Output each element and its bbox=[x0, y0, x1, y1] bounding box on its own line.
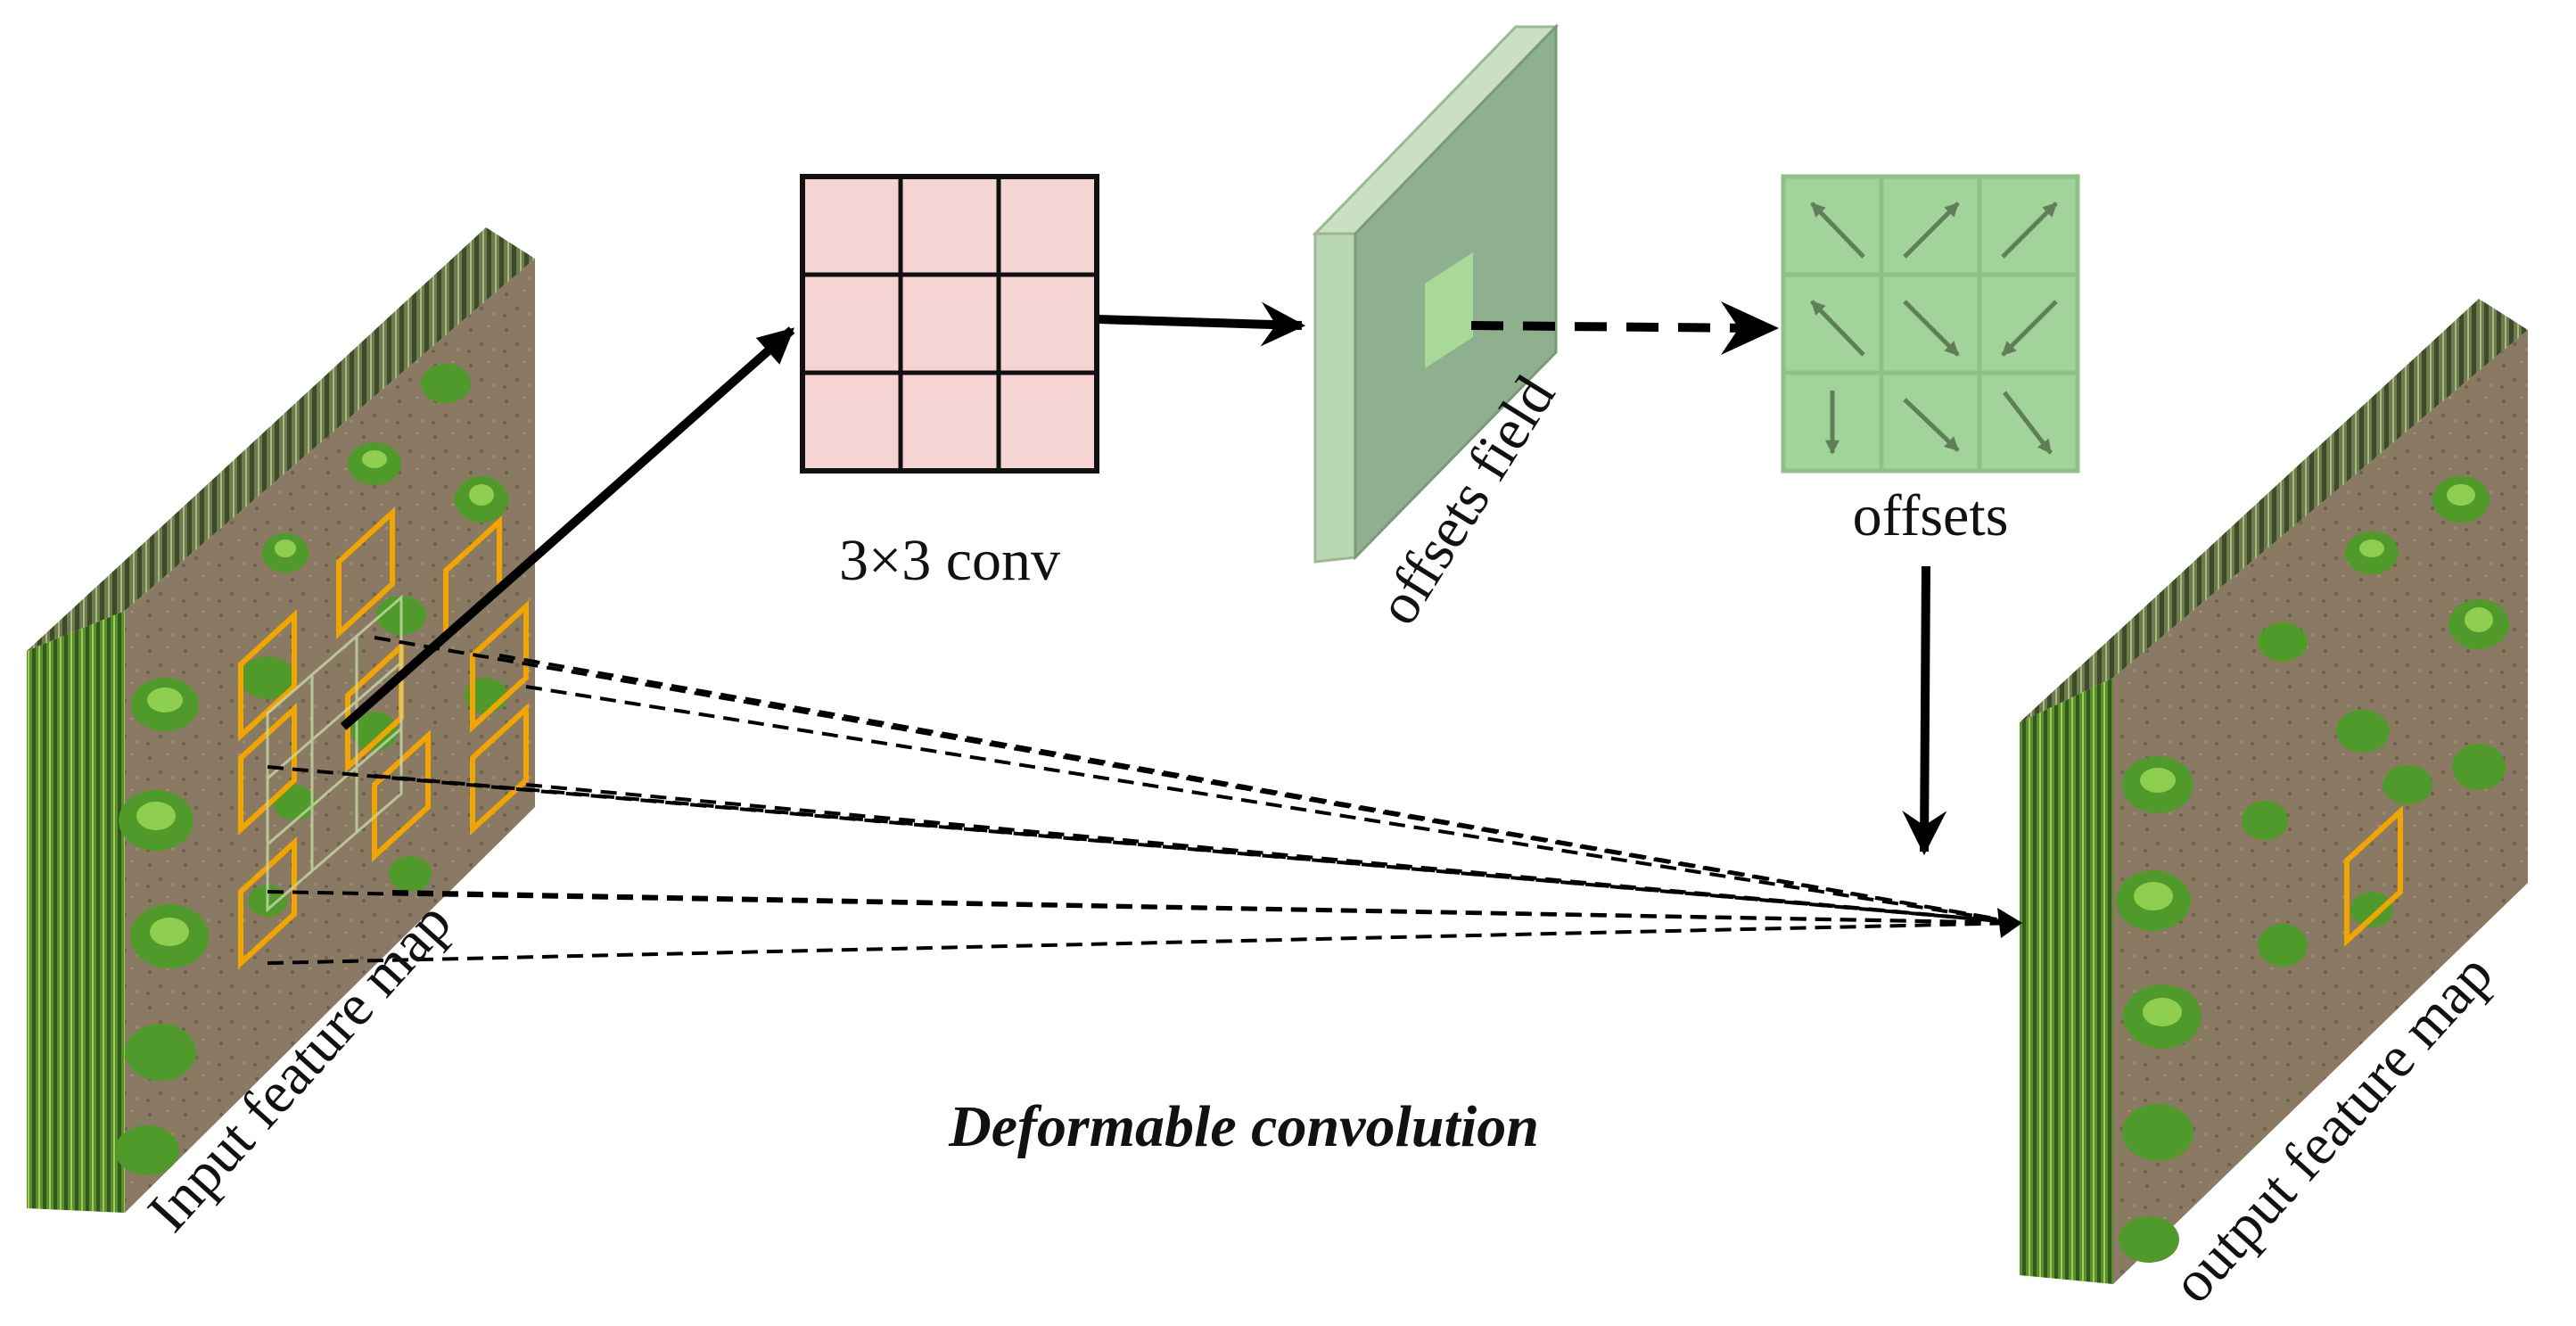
input-map-plant-highlights bbox=[136, 450, 494, 946]
output-map-face bbox=[2113, 330, 2528, 1284]
output-sampling-box bbox=[2344, 805, 2403, 947]
offset-arrows bbox=[1810, 202, 2058, 455]
offsets-field bbox=[1312, 23, 1560, 564]
input-to-conv-arrow bbox=[340, 326, 795, 730]
sampling-box bbox=[336, 507, 395, 639]
diagram-title: Deformable convolution bbox=[948, 1094, 1539, 1159]
offset-arrow-icon bbox=[2001, 202, 2058, 259]
conv-kernel bbox=[800, 174, 1099, 474]
field-to-offsets-arrowhead bbox=[1721, 301, 1779, 355]
conv-label: 3×3 conv bbox=[839, 528, 1060, 593]
sampling-box bbox=[238, 609, 297, 742]
input-map-edge bbox=[27, 611, 125, 1213]
output-map-edge bbox=[2020, 678, 2113, 1284]
offset-arrow-icon bbox=[1903, 202, 1960, 259]
input-feature-map bbox=[27, 227, 535, 1213]
offset-arrow-icon bbox=[1810, 202, 1865, 259]
offsets-field-side bbox=[1313, 232, 1357, 564]
output-map-top-edge bbox=[2020, 299, 2528, 722]
projection-lines bbox=[267, 636, 2020, 965]
input-sampling-boxes bbox=[238, 507, 529, 969]
offsets-label: offsets bbox=[1853, 483, 2009, 548]
sampling-box bbox=[238, 703, 297, 836]
offset-arrow-icon bbox=[1903, 398, 1960, 452]
projection-arrowhead bbox=[1997, 908, 2022, 938]
field-to-offsets-arrow bbox=[1470, 321, 1757, 333]
input-regular-grid bbox=[266, 594, 403, 913]
sampling-box bbox=[470, 703, 529, 836]
offset-arrow-icon bbox=[2003, 391, 2053, 455]
conv-to-field-arrow bbox=[1098, 301, 1306, 347]
input-map-face bbox=[125, 259, 535, 1213]
input-map-top-edge bbox=[27, 227, 535, 651]
offset-arrow-icon bbox=[2001, 300, 2058, 357]
sampling-box bbox=[238, 836, 297, 969]
sampling-box bbox=[470, 600, 529, 733]
offsets-to-output-arrow bbox=[1902, 565, 1947, 856]
offset-arrow-icon bbox=[1810, 300, 1865, 357]
output-feature-map bbox=[2020, 299, 2528, 1284]
output-map-plant-highlights bbox=[2134, 484, 2493, 1026]
offset-arrow-icon bbox=[1903, 300, 1960, 357]
offsets-field-patch bbox=[1425, 252, 1473, 368]
offsets-grid bbox=[1781, 174, 2080, 474]
sampling-box bbox=[372, 729, 431, 862]
